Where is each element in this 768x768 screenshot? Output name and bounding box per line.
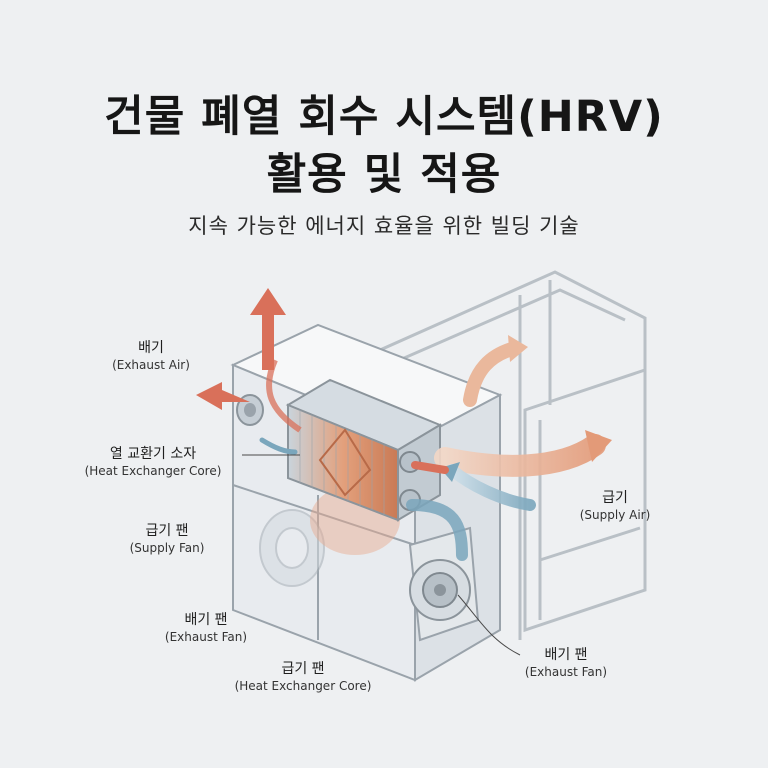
label-exhaust-air: 배기 (Exhaust Air): [106, 340, 196, 373]
label-exhaust-fan-left: 배기 팬 (Exhaust Fan): [146, 612, 266, 645]
exhaust-air-up-arrow: [250, 288, 286, 370]
cool-inflow-band: [446, 464, 536, 511]
page-title-line1: 건물 폐열 회수 시스템(HRV): [104, 92, 664, 142]
page-title-line2: 활용 및 적용: [266, 150, 502, 200]
supply-pipe: [406, 499, 468, 561]
label-supply-fan-bottom-ko: 급기 팬: [281, 661, 325, 677]
label-exhaust-fan-right-ko: 배기 팬: [544, 647, 588, 663]
label-supply-fan-ko: 급기 팬: [145, 523, 189, 539]
page-subtitle: 지속 가능한 에너지 효율을 위한 빌딩 기술: [188, 214, 580, 238]
exhaust-fan-icon: [408, 526, 480, 642]
label-supply-fan-bottom: 급기 팬 (Heat Exchanger Core): [218, 661, 388, 694]
label-heat-exchanger-core-en: (Heat Exchanger Core): [84, 463, 222, 478]
warm-loop-arrow: [463, 341, 522, 407]
exhaust-air-curve-arrow: [266, 358, 302, 433]
label-exhaust-fan-right-en: (Exhaust Fan): [524, 664, 608, 679]
label-supply-fan-en: (Supply Fan): [129, 540, 205, 555]
label-supply-fan-bottom-en: (Heat Exchanger Core): [234, 678, 372, 693]
label-exhaust-fan-left-en: (Exhaust Fan): [164, 629, 248, 644]
label-exhaust-fan-right: 배기 팬 (Exhaust Fan): [506, 647, 626, 680]
label-exhaust-air-en: (Exhaust Air): [112, 357, 190, 372]
heat-exchanger-core: [285, 378, 443, 522]
label-heat-exchanger-core: 열 교환기 소자 (Heat Exchanger Core): [68, 446, 238, 479]
exhaust-port-icon: [236, 394, 264, 426]
exhaust-air-left-arrow: [196, 382, 250, 410]
internal-warm-flow: [411, 461, 449, 474]
internal-cool-flow: [259, 437, 298, 455]
label-exhaust-fan-left-ko: 배기 팬: [184, 612, 228, 628]
label-supply-air-en: (Supply Air): [579, 507, 651, 522]
supply-air-band: [434, 434, 606, 477]
label-heat-exchanger-core-ko: 열 교환기 소자: [109, 446, 197, 462]
label-supply-air-ko: 급기: [602, 490, 628, 506]
supply-fan-icon: [259, 509, 325, 587]
label-supply-air: 급기 (Supply Air): [560, 490, 670, 523]
label-supply-fan: 급기 팬 (Supply Fan): [112, 523, 222, 556]
label-exhaust-air-ko: 배기: [138, 340, 164, 356]
